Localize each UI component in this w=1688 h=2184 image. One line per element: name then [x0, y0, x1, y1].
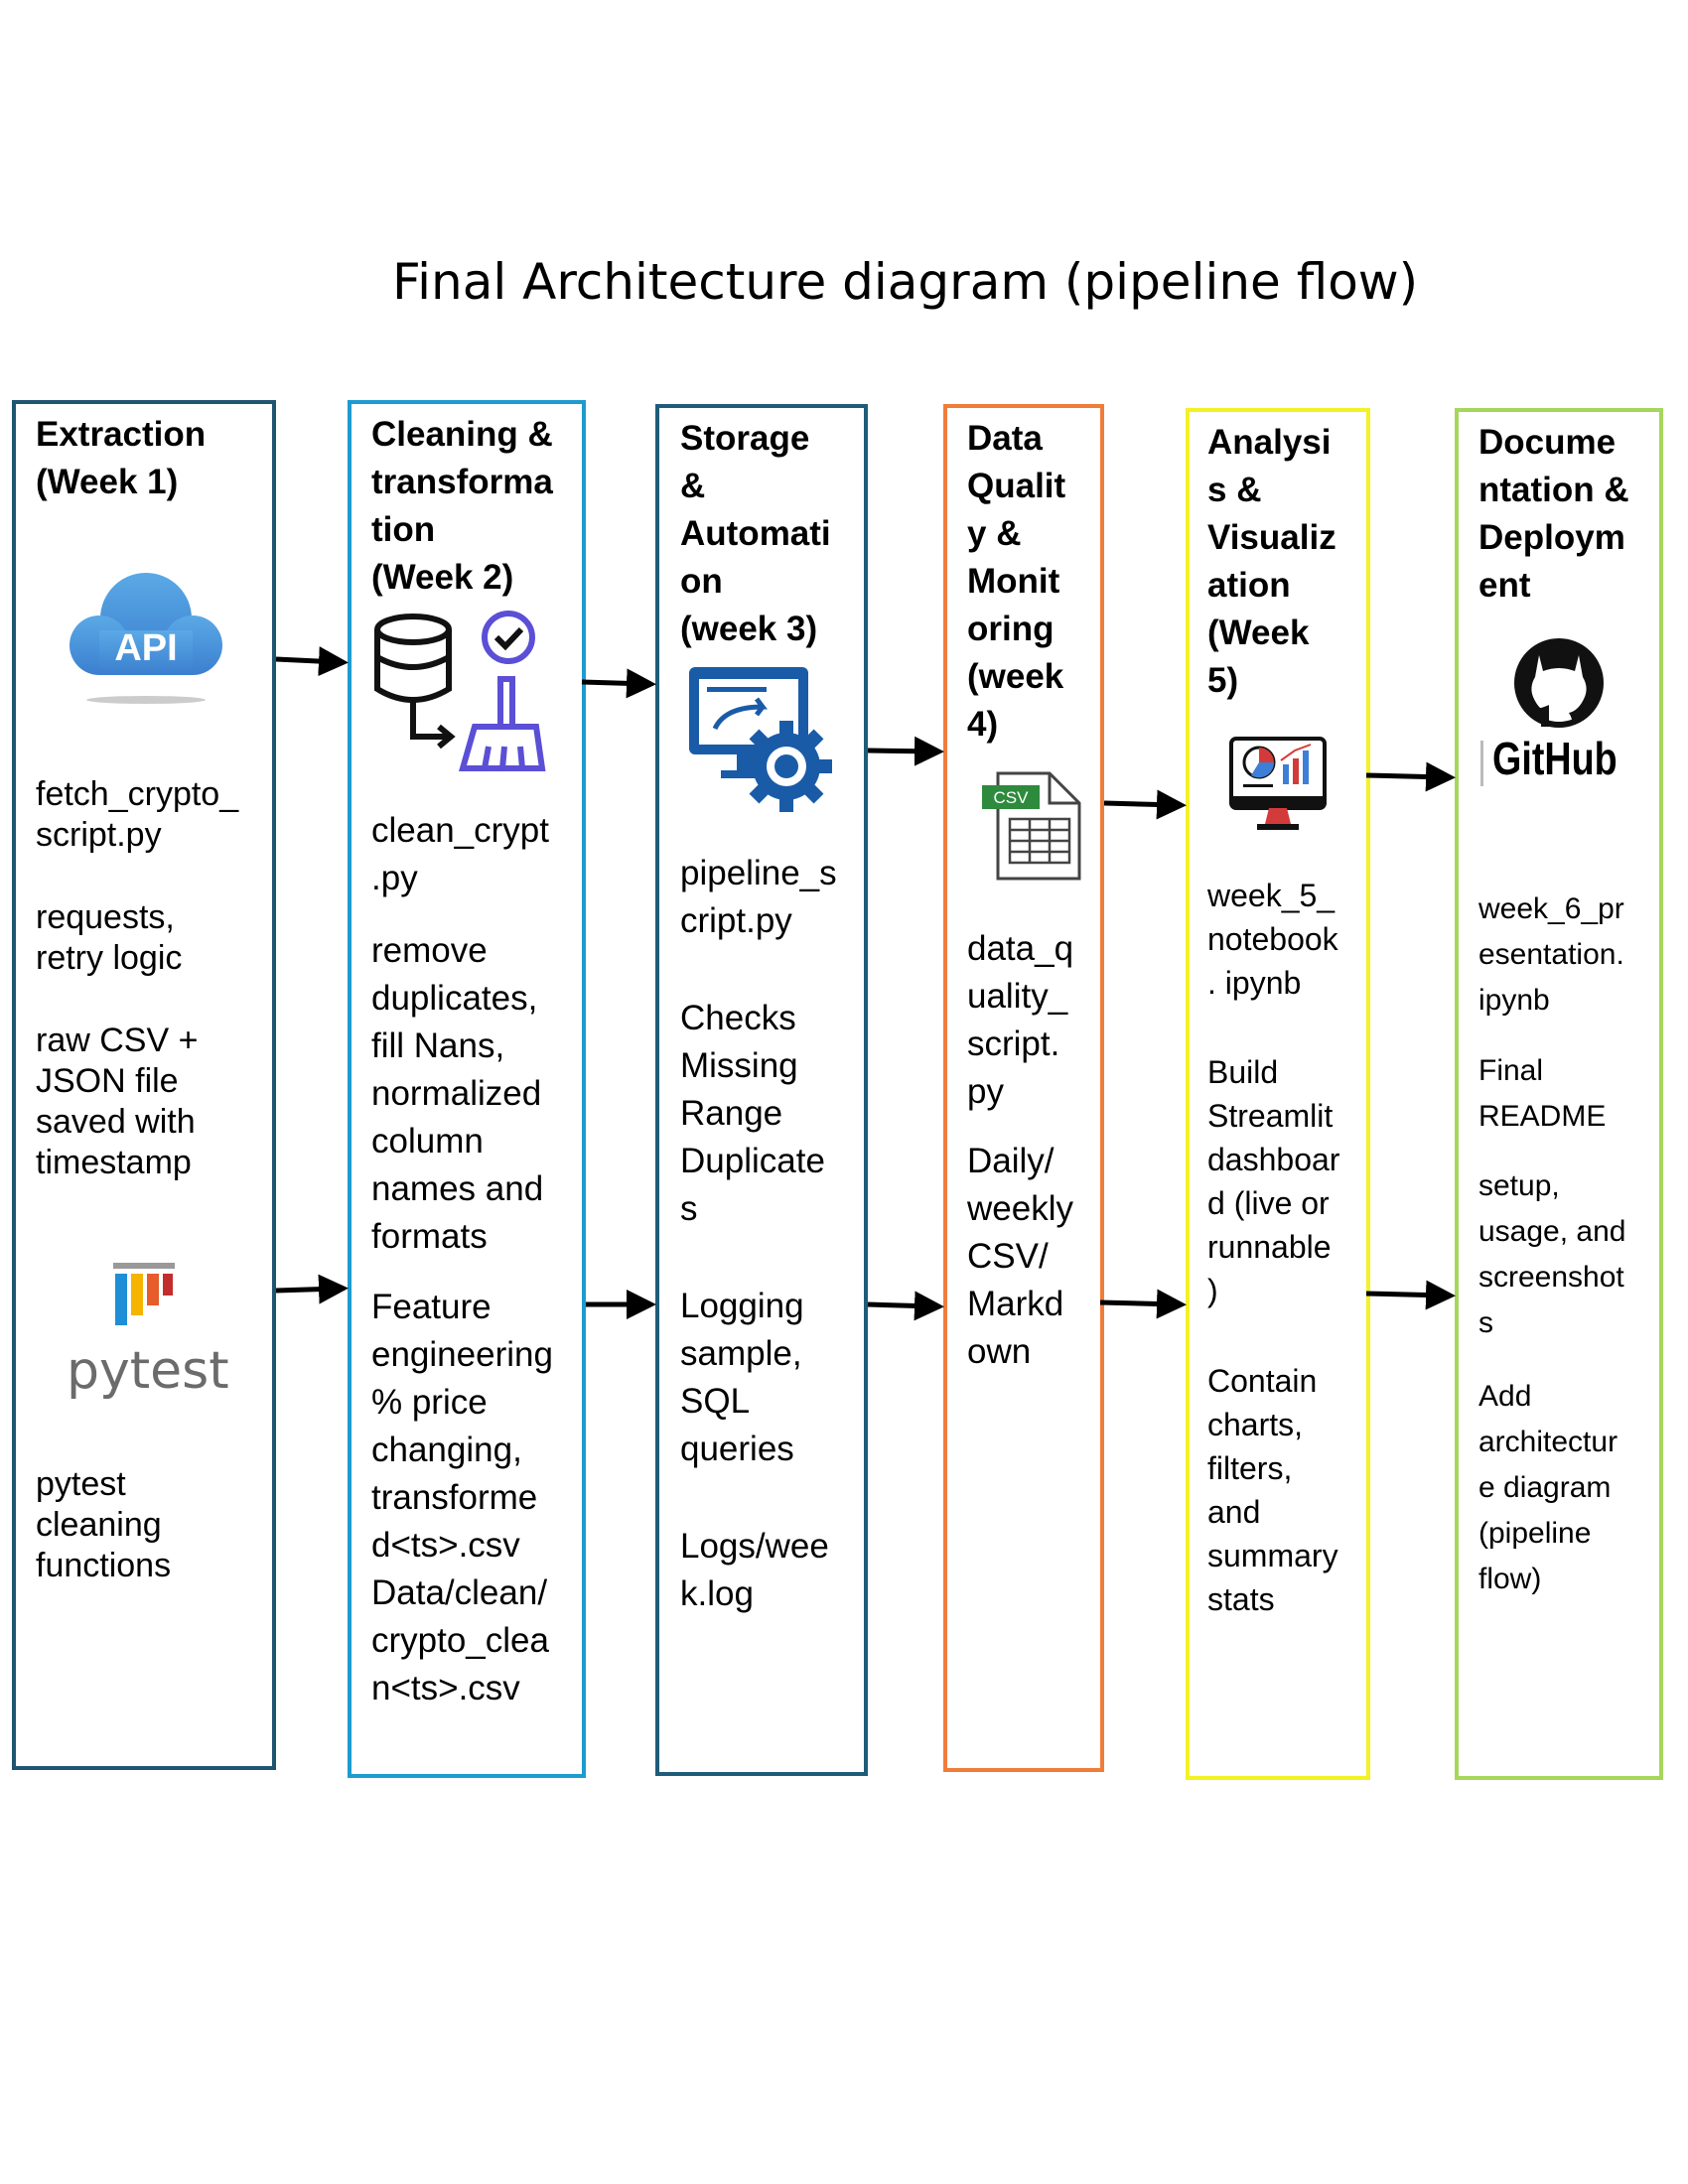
arrow-quality-to-analysis-bottom — [1099, 1289, 1187, 1319]
stage-storage-heading: Storage & Automati on (week 3) — [680, 419, 831, 648]
arrow-analysis-to-documentation-bottom — [1365, 1280, 1456, 1310]
analysis-notebook-text: week_5_ notebook . ipynb — [1207, 878, 1338, 1001]
automation-monitor-gear-icon — [685, 663, 844, 827]
stage-documentation-heading: Docume ntation & Deploym ent — [1478, 423, 1629, 605]
csv-label: CSV — [994, 788, 1030, 807]
extraction-pytest-text: pytest cleaning functions — [36, 1465, 172, 1584]
documentation-diagram-text: Add architectur e diagram (pipeline flow… — [1478, 1380, 1618, 1595]
cleaning-script-text: clean_crypt .py — [371, 811, 549, 897]
extraction-output-text: raw CSV + JSON file saved with timestamp — [36, 1022, 199, 1181]
stage-extraction-heading: Extraction (Week 1) — [36, 415, 207, 501]
dashboard-monitor-icon — [1223, 735, 1333, 849]
stage-cleaning-heading: Cleaning & transforma tion (Week 2) — [371, 415, 553, 597]
extraction-requests-text: requests, retry logic — [36, 898, 183, 977]
page-title: Final Architecture diagram (pipeline flo… — [392, 253, 1419, 311]
storage-script-text: pipeline_s cript.py — [680, 854, 837, 940]
quality-script-text: data_q uality_ script. py — [967, 929, 1074, 1111]
cleaning-steps-text: remove duplicates, fill Nans, normalized… — [371, 931, 544, 1256]
stage-analysis-heading: Analysi s & Visualiz ation (Week 5) — [1207, 423, 1336, 700]
documentation-readme-text: Final README — [1478, 1054, 1607, 1133]
github-wordmark: GitHub — [1492, 733, 1618, 784]
arrow-storage-to-quality-bottom — [867, 1291, 944, 1321]
pytest-label: pytest — [67, 1341, 229, 1401]
stage-analysis-box — [1186, 408, 1370, 1780]
arrow-cleaning-to-storage-top — [581, 668, 656, 699]
stage-quality-heading: Data Qualit y & Monit oring (week 4) — [967, 419, 1066, 744]
documentation-notebook-text: week_6_pr esentation. ipynb — [1478, 892, 1624, 1017]
quality-report-text: Daily/ weekly CSV/ Markd own — [967, 1142, 1073, 1371]
csv-file-icon: CSV — [978, 769, 1087, 888]
storage-logging-text: Logging sample, SQL queries — [680, 1287, 804, 1468]
api-cloud-icon: API — [62, 561, 230, 715]
database-broom-icon — [371, 608, 550, 786]
stage-storage-box — [655, 404, 868, 1776]
arrow-quality-to-analysis-top — [1103, 789, 1187, 820]
stage-extraction-box — [12, 400, 276, 1770]
extraction-script-text: fetch_crypto_ script.py — [36, 775, 239, 854]
analysis-dashboard-text: Build Streamlit dashboar d (live or runn… — [1207, 1054, 1340, 1308]
github-logo — [1477, 635, 1626, 799]
stage-quality-box — [943, 404, 1104, 1772]
analysis-contents-text: Contain charts, filters, and summary sta… — [1207, 1363, 1338, 1617]
api-label: API — [114, 627, 177, 669]
documentation-setup-text: setup, usage, and screenshot s — [1478, 1169, 1626, 1339]
arrow-extraction-to-cleaning-bottom — [275, 1274, 349, 1304]
cleaning-features-text: Feature engineering % price changing, tr… — [371, 1288, 553, 1707]
stage-cleaning-box — [348, 400, 586, 1778]
arrow-analysis-to-documentation-top — [1365, 761, 1456, 792]
stage-documentation-box — [1455, 408, 1663, 1780]
storage-checks-text: Checks Missing Range Duplicate s — [680, 999, 825, 1228]
storage-logs-text: Logs/wee k.log — [680, 1527, 829, 1613]
arrow-extraction-to-cleaning-top — [275, 646, 349, 677]
pytest-logo: pytest — [62, 1261, 230, 1415]
